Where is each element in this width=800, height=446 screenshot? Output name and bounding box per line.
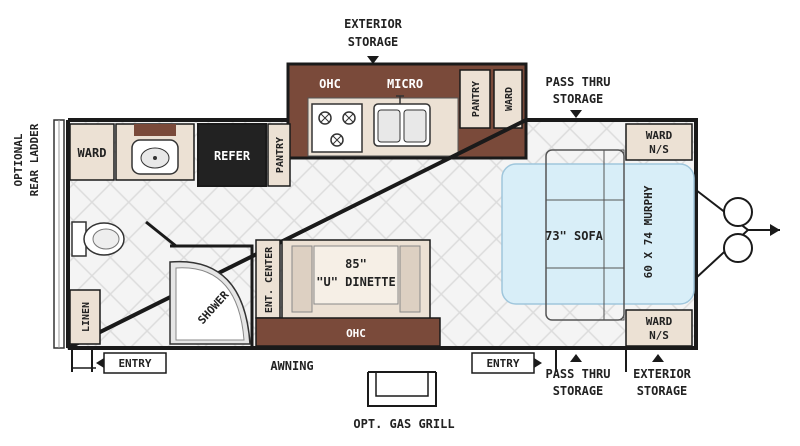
label-ohc-bottom: OHC bbox=[346, 327, 366, 340]
label-micro: MICRO bbox=[387, 77, 423, 91]
hitch-icon bbox=[695, 189, 780, 279]
arrow-entry-left bbox=[96, 358, 104, 368]
entry-steps-right bbox=[555, 350, 627, 372]
label-sofa: 73" SOFA bbox=[545, 229, 604, 243]
ward-ns-top bbox=[625, 123, 693, 161]
bath-wall bbox=[145, 220, 254, 348]
ward-ns-bottom bbox=[625, 309, 693, 347]
label-awning: AWNING bbox=[270, 359, 313, 373]
label-exterior-storage-bottom-2: STORAGE bbox=[637, 384, 688, 398]
outer-wall bbox=[67, 118, 698, 350]
gas-grill-icon bbox=[367, 371, 437, 407]
label-exterior-storage-top-2: STORAGE bbox=[348, 35, 399, 49]
label-pass-thru-top-1: PASS THRU bbox=[545, 75, 610, 89]
refrigerator bbox=[197, 123, 267, 187]
label-murphy: 60 X 74 MURPHY bbox=[642, 185, 655, 278]
stove-icon bbox=[311, 103, 363, 153]
label-exterior-storage-top-1: EXTERIOR bbox=[344, 17, 403, 31]
label-dinette-2: "U" DINETTE bbox=[316, 275, 395, 289]
label-pass-thru-bottom-1: PASS THRU bbox=[545, 367, 610, 381]
arrow-pass-thru-top bbox=[570, 110, 582, 118]
arrow-exterior-storage-top bbox=[367, 56, 379, 64]
label-linen: LINEN bbox=[81, 302, 92, 332]
arrow-pass-thru-bottom bbox=[570, 354, 582, 362]
label-ward-rear: WARD bbox=[78, 146, 107, 160]
label-ward-top: WARD bbox=[504, 87, 515, 111]
label-pantry-top: PANTRY bbox=[471, 81, 482, 117]
label-rear-ladder-2: REAR LADDER bbox=[28, 123, 41, 196]
pantry-top bbox=[459, 69, 491, 129]
label-entry-left: ENTRY bbox=[118, 357, 151, 370]
kitchen-sink-icon bbox=[373, 95, 431, 147]
label-exterior-storage-bottom-1: EXTERIOR bbox=[633, 367, 692, 381]
label-ent-center: ENT. CENTER bbox=[264, 246, 275, 313]
rear-ladder-icon bbox=[53, 119, 65, 349]
label-ward-ns-top-2: N/S bbox=[649, 143, 669, 156]
label-pass-thru-bottom-2: STORAGE bbox=[553, 384, 604, 398]
label-dinette-1: 85" bbox=[345, 257, 367, 271]
u-dinette bbox=[281, 239, 431, 321]
ohc-bottom bbox=[255, 317, 441, 347]
label-ward-ns-bottom-2: N/S bbox=[649, 329, 669, 342]
arrow-exterior-storage-bottom bbox=[652, 354, 664, 362]
label-refer: REFER bbox=[214, 149, 251, 163]
toilet-icon bbox=[71, 221, 125, 257]
label-rear-ladder-1: OPTIONAL bbox=[12, 133, 25, 186]
label-pass-thru-top-2: STORAGE bbox=[553, 92, 604, 106]
pantry-side bbox=[267, 123, 291, 187]
ward-top bbox=[493, 69, 523, 129]
shower-icon bbox=[169, 260, 251, 345]
label-pantry-side: PANTRY bbox=[275, 137, 286, 173]
label-entry-right: ENTRY bbox=[486, 357, 519, 370]
label-gas-grill: OPT. GAS GRILL bbox=[353, 417, 454, 431]
sofa bbox=[545, 149, 625, 321]
label-ward-ns-bottom-1: WARD bbox=[646, 315, 673, 328]
label-ohc-top: OHC bbox=[319, 77, 341, 91]
murphy-bed bbox=[501, 163, 695, 305]
linen-cabinet bbox=[69, 289, 101, 345]
entry-steps-left bbox=[71, 350, 96, 372]
ward-rear bbox=[69, 123, 115, 181]
bath-sink-icon bbox=[131, 139, 179, 175]
entertainment-center bbox=[255, 239, 281, 319]
label-ward-ns-top-1: WARD bbox=[646, 129, 673, 142]
arrow-entry-right bbox=[534, 358, 542, 368]
